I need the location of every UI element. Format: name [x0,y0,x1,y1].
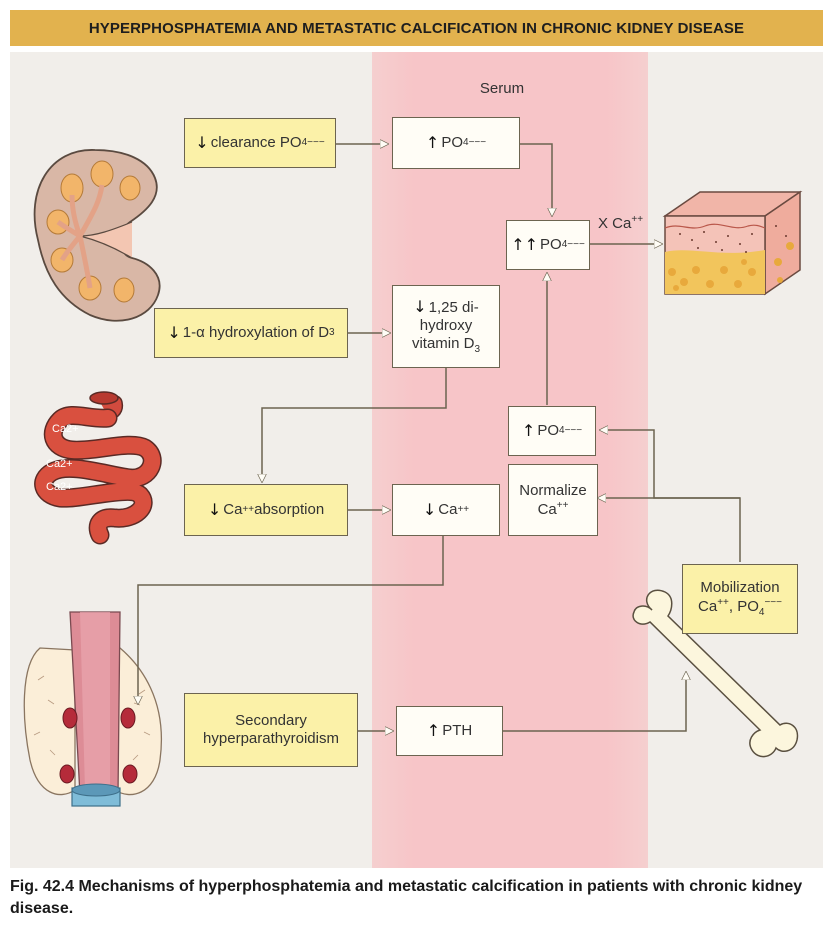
calcified-tissue-icon [662,190,803,296]
arrow-pth-to-bone [503,672,686,732]
hyperparathyroidism-box: Secondary hyperparathyroidism [184,693,358,767]
mobilization-box: Mobilization Ca++, PO4−−− [682,564,798,634]
ca-down-box: ↓ Ca++ [392,484,500,536]
intestine-icon: Ca2+ Ca2+ Ca2+ [34,391,162,545]
kidney-icon [33,149,161,322]
ca-label-1: Ca2+ [52,423,79,435]
serum-label: Serum [479,80,525,97]
arrow-po4-to-double [520,143,552,216]
normalize-box: Normalize Ca++ [508,464,598,536]
pth-box: ↑ PTH [396,706,503,756]
ca-absorption-box: ↓ Ca++ absorption [184,484,348,536]
figure-title: HYPERPHOSPHATEMIA AND METASTATIC CALCIFI… [88,19,745,37]
arrow-vitd-to-absorption [262,368,447,482]
vitamin-d-box: ↓1,25 di- hydroxy vitamin D3 [392,285,500,368]
ca-label-2: Ca2+ [46,458,73,470]
bone-icon [632,589,799,758]
thyroid-icon [23,611,162,807]
arrow-ca-to-parathyroid [138,535,444,704]
x-ca-label: X Ca++ [598,214,644,232]
figure-caption: Fig. 42.4 Mechanisms of hyperphosphatemi… [10,878,803,917]
ca-label-3: Ca2+ [46,481,73,493]
arrow-mobilization-to-po4 [600,430,741,562]
title-bar: HYPERPHOSPHATEMIA AND METASTATIC CALCIFI… [10,10,823,46]
